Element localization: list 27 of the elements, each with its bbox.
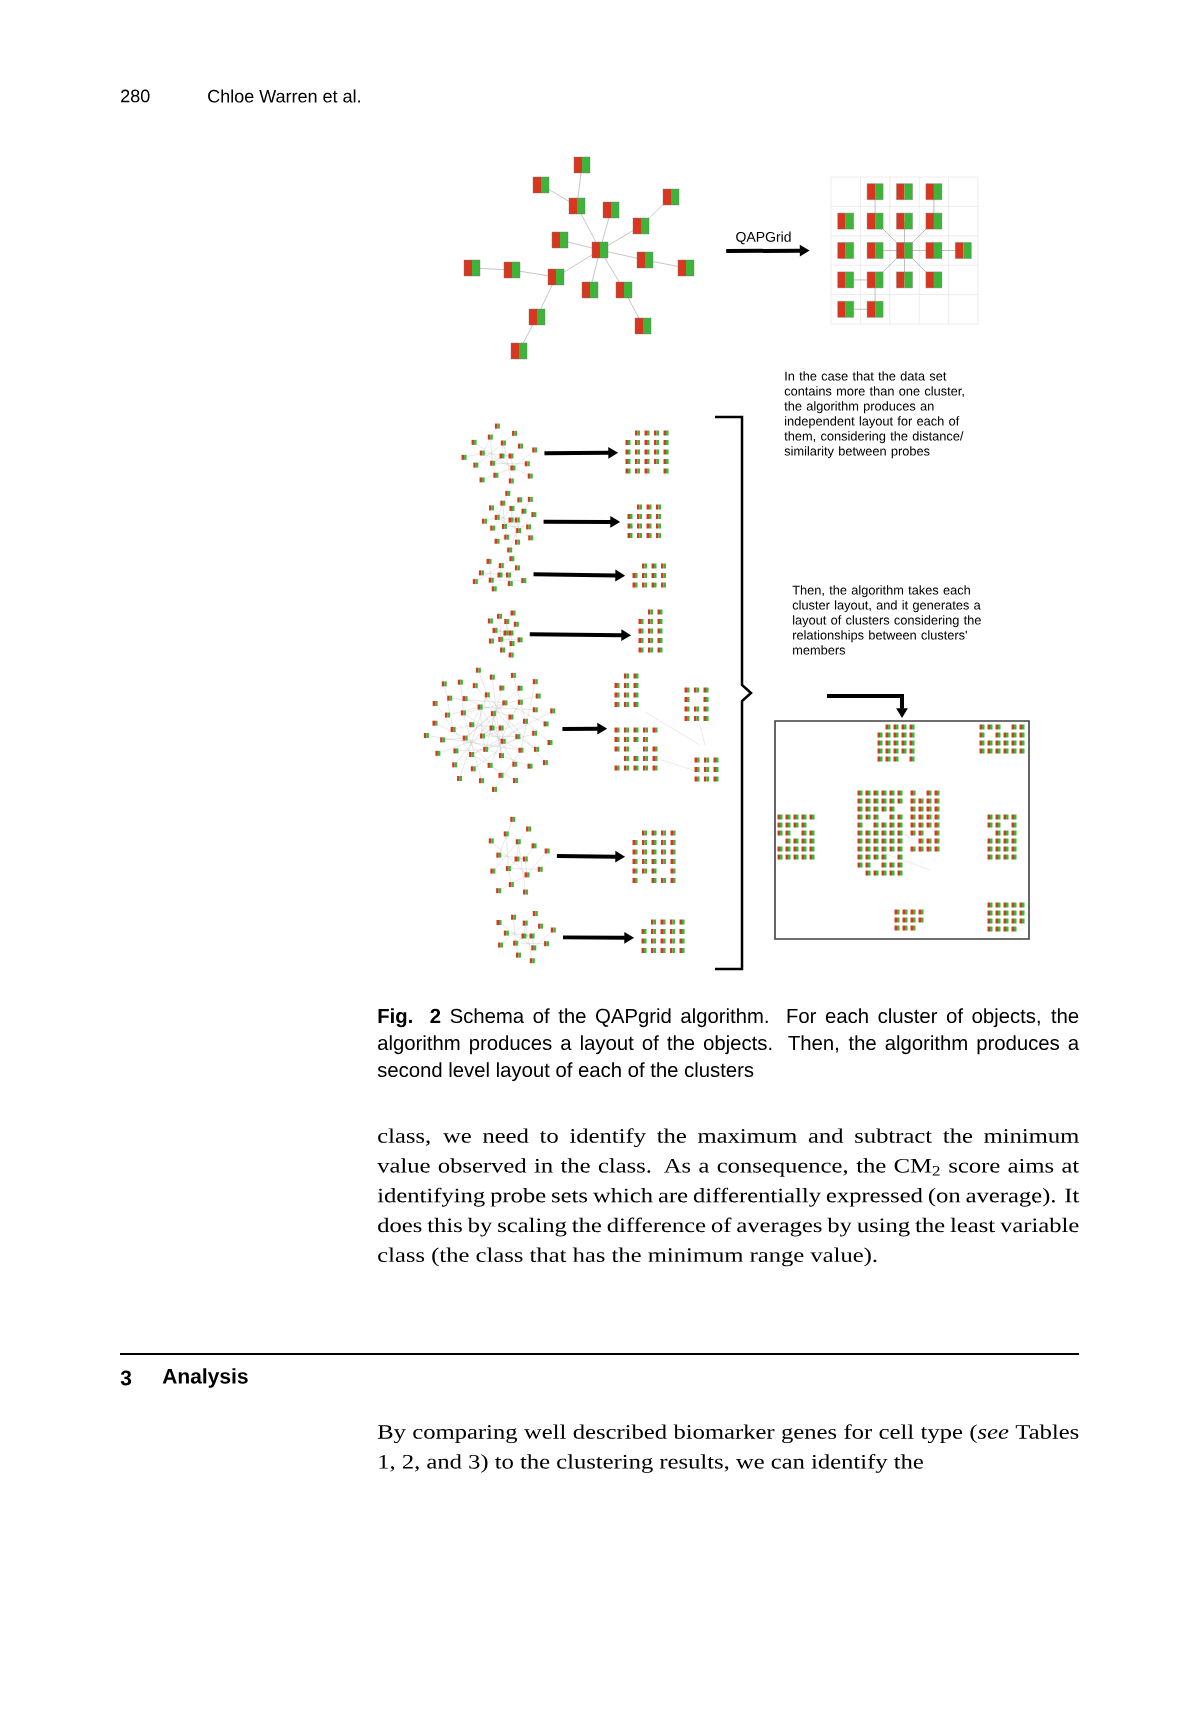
body-text: By comparing well described biomarker genes for cell type (see Tables 1, 2, and 3) to the clustering results, we can identify the bbox=[377, 1424, 1079, 1473]
grid-layout-drawing bbox=[632, 563, 666, 588]
annotation-text: Then, the algorithm takes each cluster layout, and it generates a layout of clusters considering the relationships between clusters' members bbox=[792, 585, 981, 655]
section-number: 3 bbox=[120, 1370, 132, 1386]
cluster-layout-box bbox=[774, 720, 1030, 940]
annotation-text: In the case that the data set contains more than one cluster, the algorithm produces an independent layout for each of them, considering the distance/ similarity between probes bbox=[784, 371, 964, 459]
network-drawing bbox=[423, 667, 556, 792]
section-heading: Analysis bbox=[162, 1368, 248, 1388]
grid-layout-drawing bbox=[830, 176, 979, 325]
network-drawing bbox=[481, 490, 537, 553]
body-text: class, we need to identify the maximum and subtract the minimum value observed in the class. As a consequence, the CM$_{2}$ score aims at identifying probe sets which are differentially expressed (on average). It does this by scaling the difference of averages by using the least variable class (the class that has the minimum range value). bbox=[377, 1128, 1080, 1267]
network-drawing bbox=[488, 816, 550, 895]
grid-layout-drawing bbox=[627, 504, 661, 538]
network-drawing bbox=[472, 556, 527, 592]
grid-layout-drawing bbox=[632, 830, 676, 883]
figure-caption: Fig. 2 Schema of the QAPgrid algorithm. For each cluster of objects, the algorithm produces a layout of the objects. Then, the algorithm produces a second level layout of each of the clusters bbox=[377, 1008, 1080, 1082]
network-drawing bbox=[487, 610, 523, 658]
running-head: Chloe Warren et al. bbox=[208, 89, 360, 103]
grid-layout-drawing bbox=[641, 919, 685, 953]
network-drawing bbox=[496, 911, 556, 964]
network-drawing bbox=[463, 156, 695, 360]
grid-layout-drawing bbox=[625, 430, 669, 474]
network-drawing bbox=[461, 423, 538, 484]
grid-layout-drawing bbox=[614, 673, 719, 782]
edge-label: QAPGrid bbox=[736, 231, 791, 245]
grid-layout-drawing bbox=[638, 609, 663, 653]
page-number: 280 bbox=[121, 89, 150, 103]
